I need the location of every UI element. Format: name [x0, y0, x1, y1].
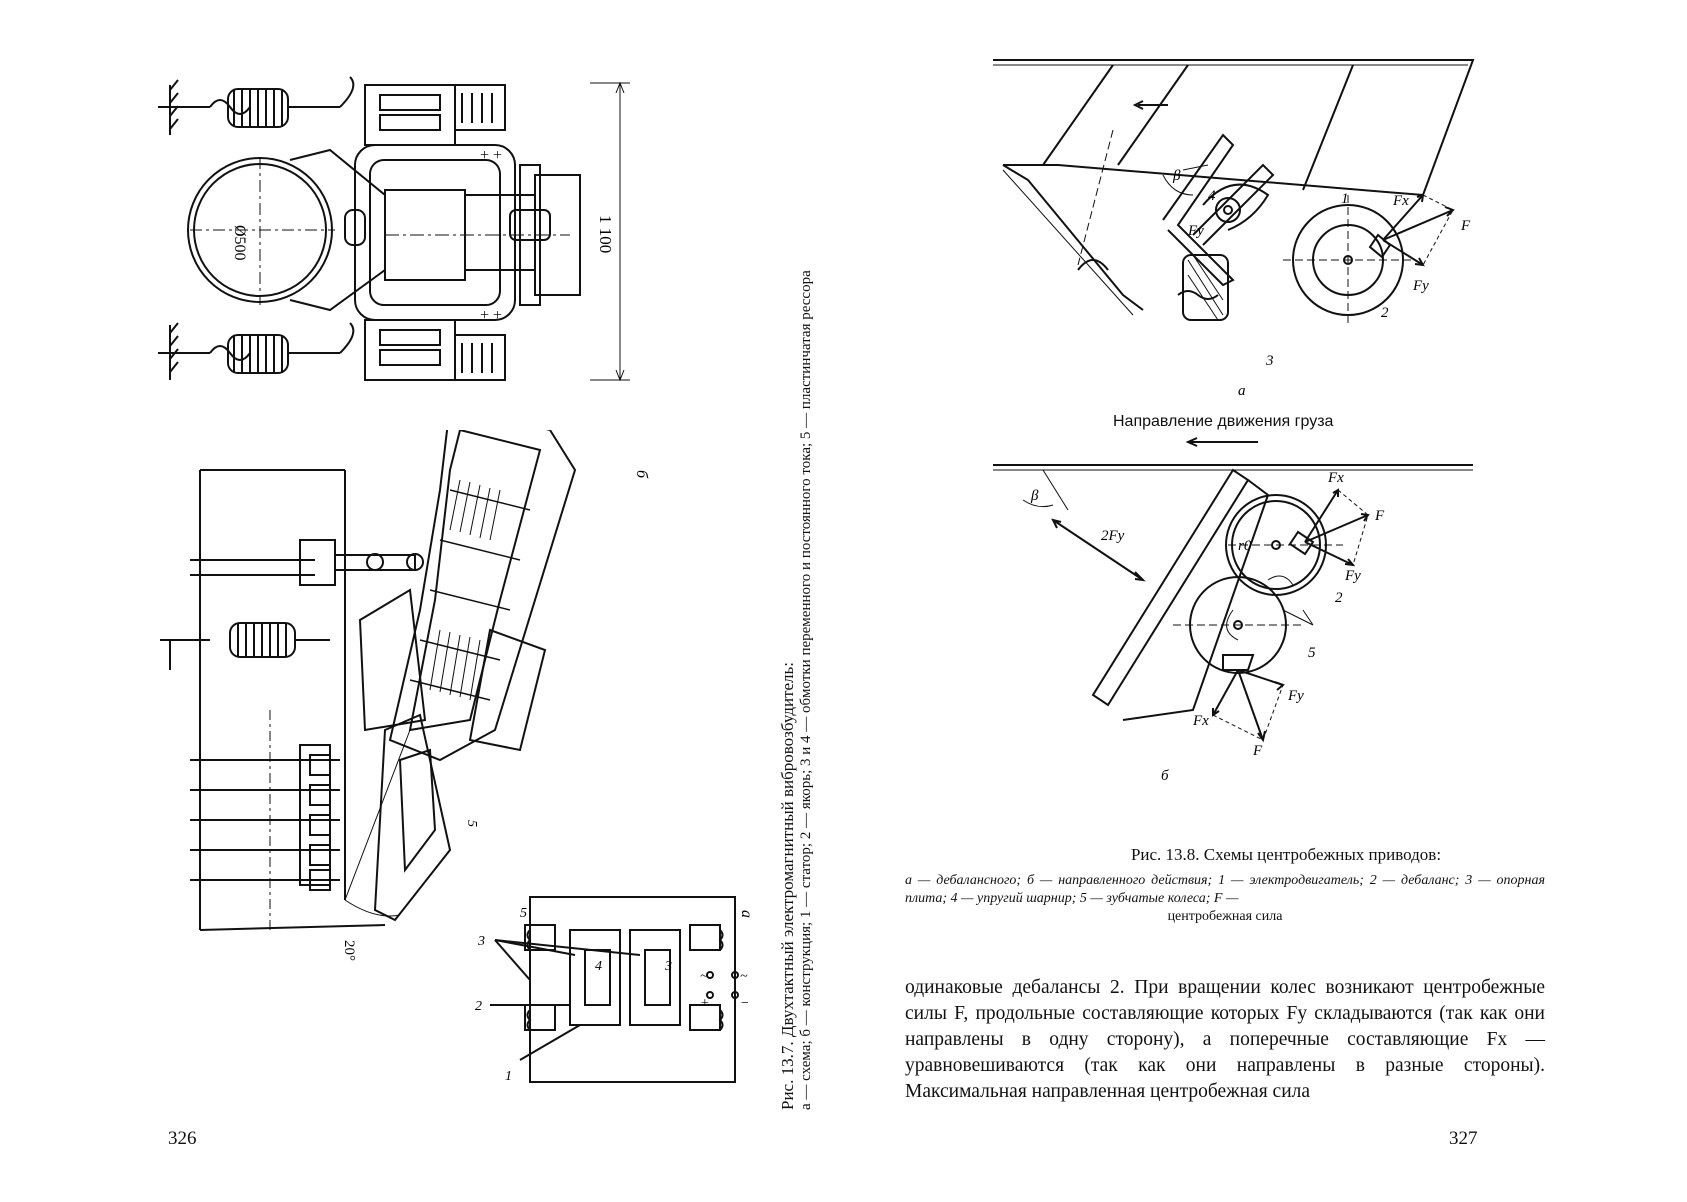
page-number-right: 327	[1449, 1128, 1478, 1149]
terminal-minus: −	[740, 996, 749, 1011]
force-fx-label-b: Fx	[1327, 470, 1344, 486]
figure-13-7-bottom-drawing: 20° б 5	[160, 430, 650, 961]
figure-13-7-caption-legend: а — схема; б — конструкция; 1 — статор; …	[798, 270, 814, 1110]
height-dimension-label: 1 100	[596, 215, 615, 253]
figure-13-8-b: β 2Fy r0 Fx F Fy 2 5 Fy Fx F б	[993, 464, 1473, 784]
svg-text:+ +: + +	[480, 307, 502, 324]
force-f-label-b: F	[1374, 508, 1385, 524]
label-2: 2	[475, 999, 482, 1014]
label-1: 1	[505, 1069, 512, 1084]
figure-13-7-schematic: 3 2 1 4 3 5 ~ ~ + − а	[475, 896, 755, 1084]
part-2-label-b: 2	[1335, 590, 1343, 606]
part-4-label-a: 4	[1208, 188, 1216, 204]
figure-13-7-caption-title: Рис. 13.7. Двухтактный электромагнитный …	[778, 661, 797, 1110]
beta-label-a: β	[1172, 168, 1181, 184]
right-page: β 4 1 Fy Fx F Fy 2 3 а Направление движе…	[843, 0, 1687, 1202]
svg-text:+ +: + +	[480, 147, 502, 164]
diameter-label: Ø500	[231, 225, 248, 261]
part-1-label-a: 1	[1341, 191, 1349, 207]
angle-label: 20°	[341, 940, 357, 961]
terminal-ac-1: ~	[700, 969, 708, 984]
figure-13-7-top-drawing: + + + + Ø500 1 100	[158, 76, 630, 382]
label-3-b: 3	[664, 959, 672, 974]
page-number-left: 326	[168, 1128, 197, 1149]
force-fy-lower-label: Fy	[1287, 688, 1304, 704]
panel-b-label: б	[633, 470, 650, 479]
part-5-label-b: 5	[1308, 645, 1316, 661]
terminal-ac-2: ~	[740, 969, 748, 984]
panel-a-label: а	[738, 910, 755, 918]
force-fx-label-a: Fx	[1392, 193, 1409, 209]
force-f-label-a: F	[1460, 218, 1471, 234]
force-fy-left-label-a: Fy	[1187, 223, 1204, 239]
part-2-label-a: 2	[1381, 305, 1389, 321]
cargo-direction-arrow	[1185, 437, 1258, 447]
force-2fy-label: 2Fy	[1101, 528, 1125, 544]
figure-13-8-legend-last: центробежная сила	[1167, 909, 1283, 924]
label-5-housing: 5	[464, 820, 479, 827]
r0-label: r0	[1238, 538, 1252, 554]
terminal-plus: +	[700, 996, 709, 1011]
figure-13-8-legend-text: а — дебалансного; б — направленного дейс…	[905, 873, 1545, 906]
label-4: 4	[595, 959, 602, 974]
beta-label-b: β	[1030, 488, 1039, 504]
force-fy-label-b: Fy	[1344, 568, 1361, 584]
figure-13-8-a: β 4 1 Fy Fx F Fy 2 3 а	[993, 59, 1475, 399]
left-page: + + + + Ø500 1 100	[0, 0, 843, 1202]
figure-13-7-caption: Рис. 13.7. Двухтактный электромагнитный …	[778, 50, 816, 1110]
force-f-lower-label: F	[1252, 743, 1263, 759]
panel-b-label-right: б	[1161, 768, 1169, 784]
figure-13-8-caption: Рис. 13.8. Схемы центробежных приводов:	[1130, 845, 1442, 864]
label-3-a: 3	[477, 934, 485, 949]
figure-13-8-legend: а — дебалансного; б — направленного дейс…	[905, 872, 1545, 926]
force-fx-lower-label: Fx	[1192, 713, 1209, 729]
body-paragraph: одинаковые дебалансы 2. При вращении кол…	[905, 977, 1545, 1102]
panel-a-label-right: а	[1238, 383, 1246, 399]
force-fy-label-a: Fy	[1412, 278, 1429, 294]
cargo-direction-label: Направление движения груза	[1113, 413, 1334, 430]
label-5-spring: 5	[520, 906, 527, 921]
part-3-label-a: 3	[1265, 353, 1274, 369]
